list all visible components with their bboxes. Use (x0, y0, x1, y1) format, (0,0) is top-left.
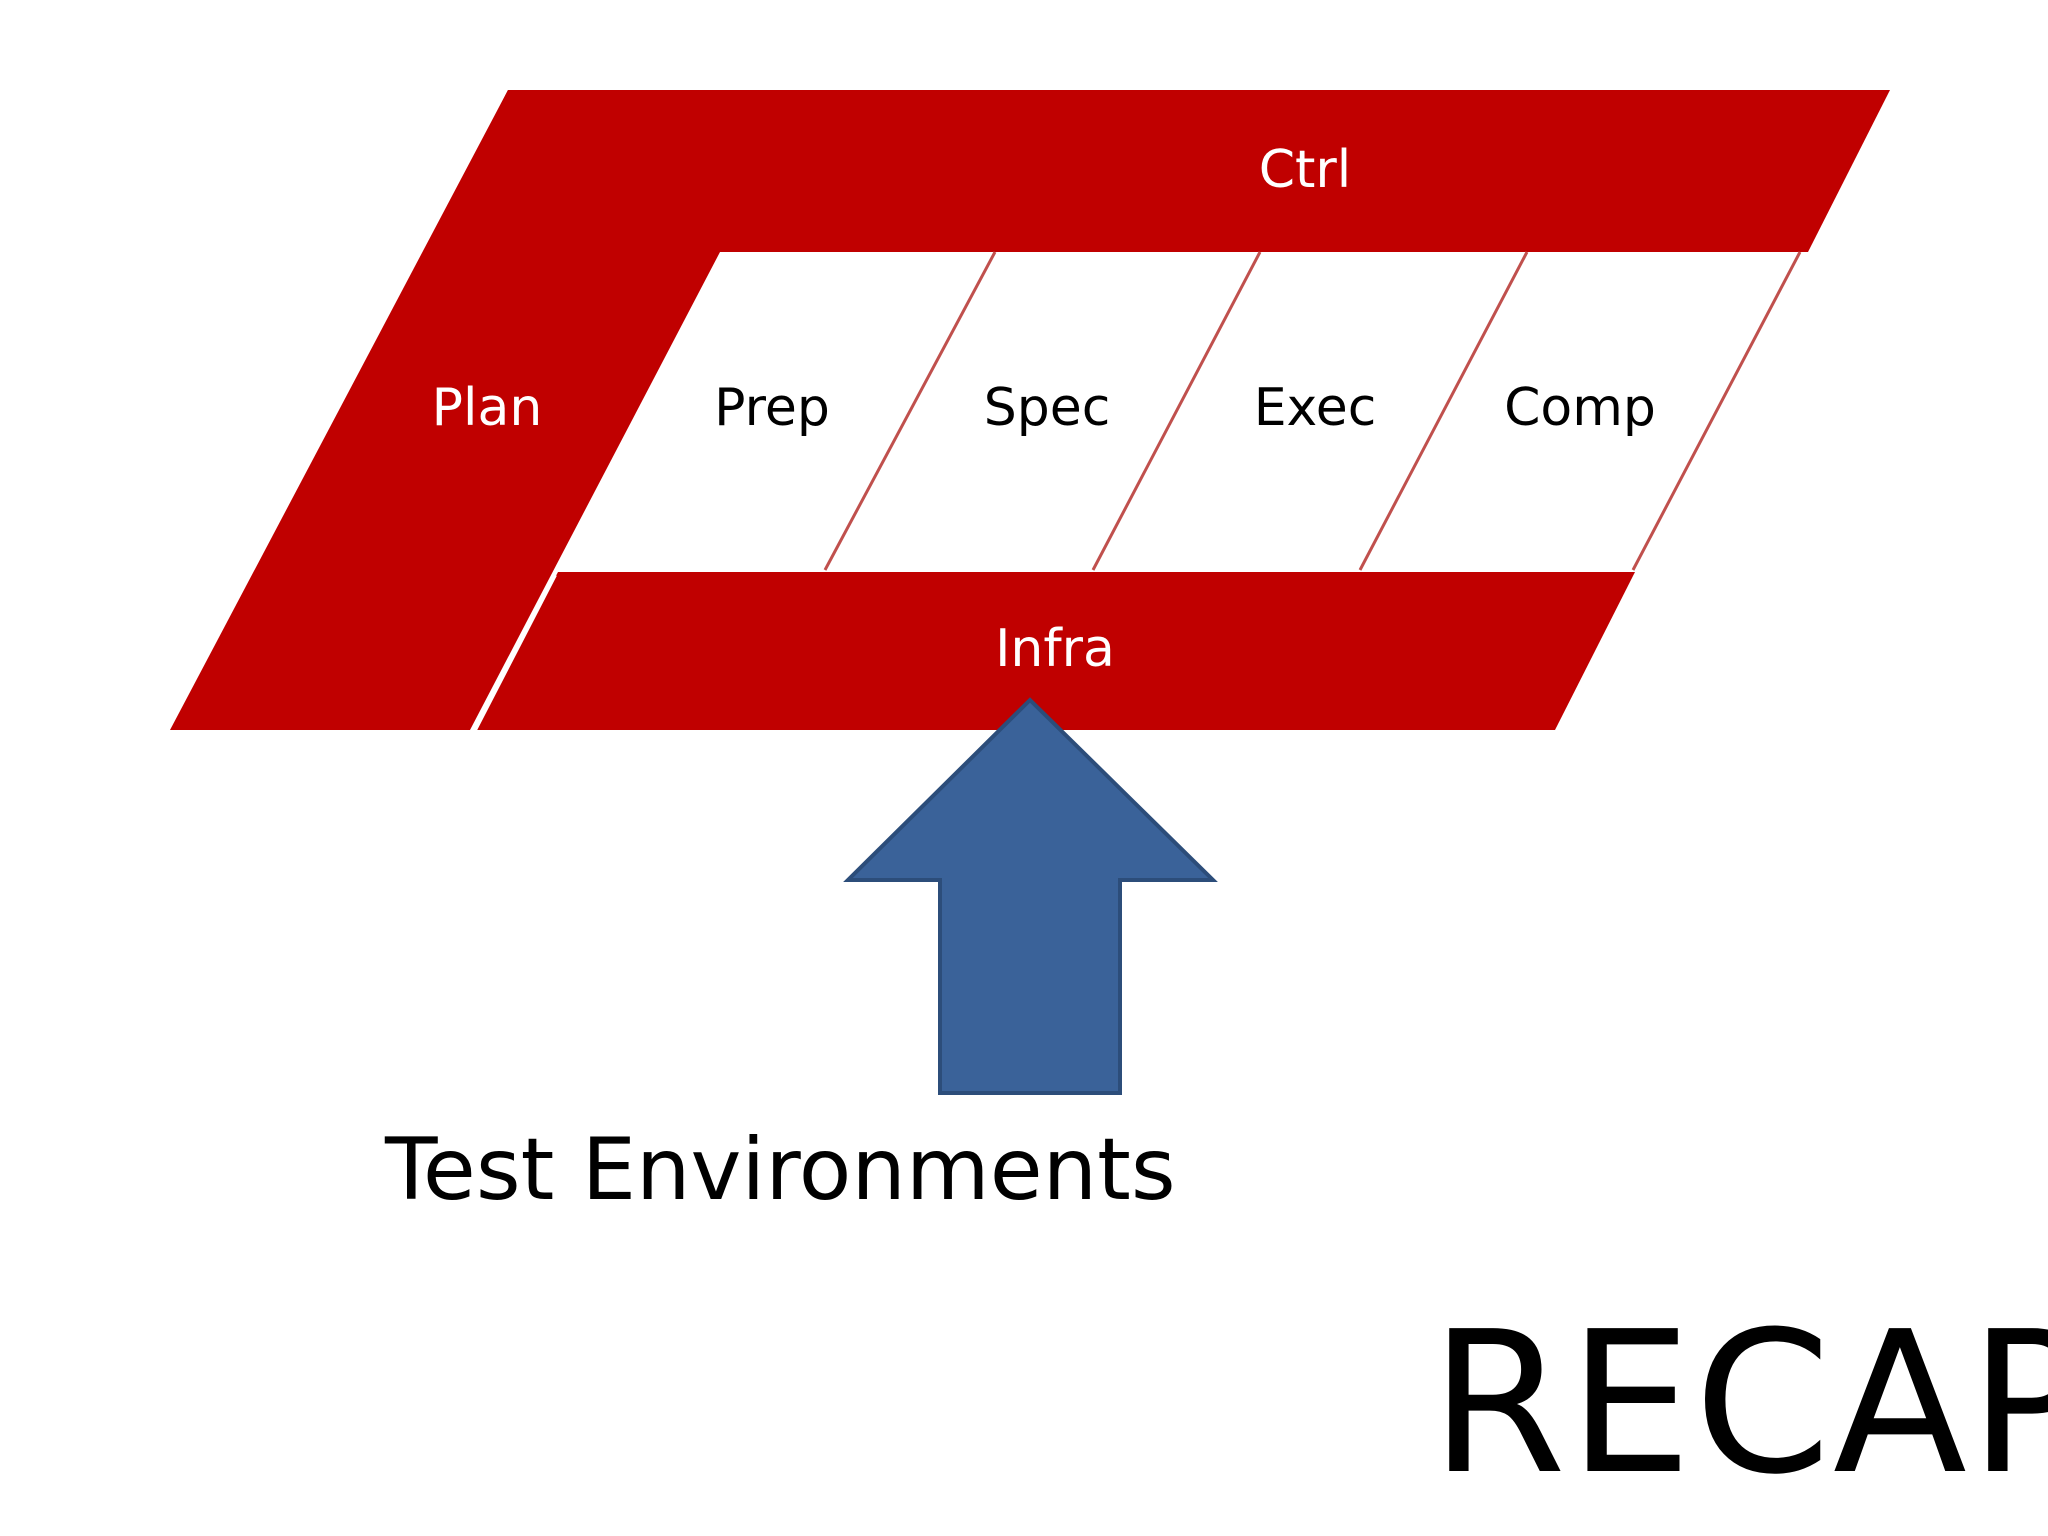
divider-comp-end (1631, 251, 1802, 571)
infra-label: Infra (995, 619, 1115, 679)
plan-infra-gap (473, 574, 557, 731)
ctrl-block (425, 90, 1890, 252)
divider-prep-spec (823, 251, 997, 571)
plan-label: Plan (432, 378, 543, 438)
phase-label-prep: Prep (714, 378, 830, 438)
divider-exec-comp (1358, 251, 1529, 571)
plan-block (170, 90, 720, 730)
up-arrow-icon (843, 697, 1218, 1095)
phase-label-exec: Exec (1254, 378, 1377, 438)
phase-label-spec: Spec (984, 378, 1111, 438)
ctrl-label: Ctrl (1259, 140, 1352, 200)
recap-title: RECAP (1430, 1290, 2048, 1518)
test-environments-caption: Test Environments (385, 1120, 1176, 1220)
infra-block (475, 572, 1635, 730)
phase-label-comp: Comp (1504, 378, 1656, 438)
divider-spec-exec (1091, 251, 1262, 571)
